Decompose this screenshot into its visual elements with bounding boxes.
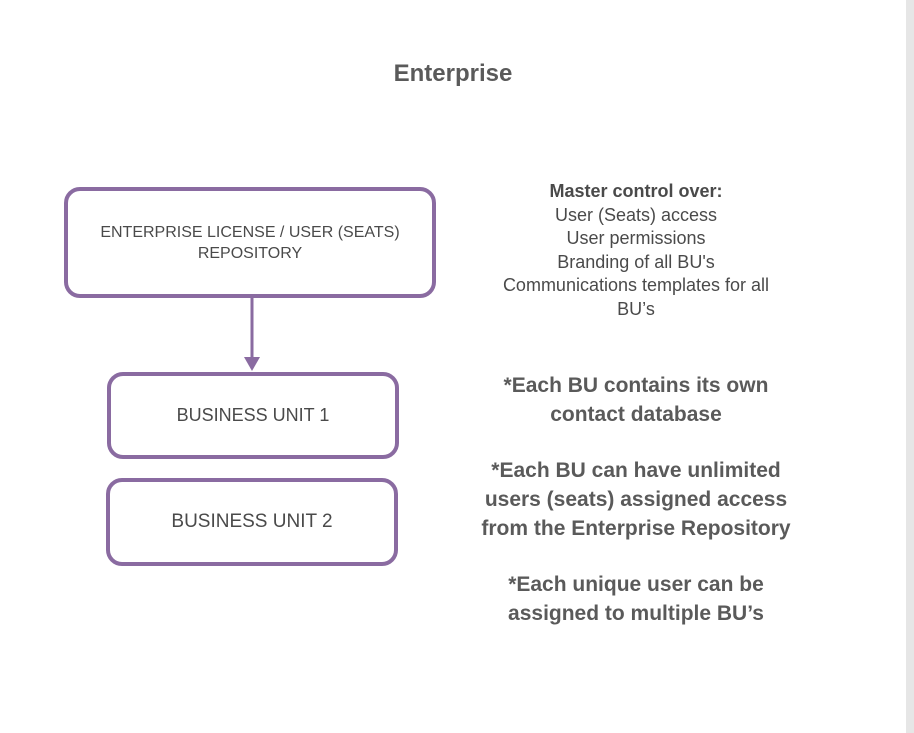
note-bu-contact-database: *Each BU contains its own contact databa… — [446, 371, 826, 429]
enterprise-license-line-1: ENTERPRISE LICENSE / USER (SEATS) — [100, 223, 400, 241]
note-line: contact database — [550, 403, 722, 426]
master-control-item: Communications templates for all — [502, 275, 770, 295]
note-line: *Each BU can have unlimited — [491, 459, 781, 482]
master-control-item: BU’s — [617, 298, 655, 319]
master-control-item: User (Seats) access — [554, 204, 718, 225]
business-unit-1-label: BUSINESS UNIT 1 — [176, 405, 330, 425]
master-control-heading: Master control over: — [549, 181, 723, 201]
arrow-head-icon — [244, 357, 260, 371]
business-unit-2-label: BUSINESS UNIT 2 — [171, 511, 333, 532]
page-edge — [906, 0, 914, 733]
note-line: *Each BU contains its own — [503, 374, 769, 397]
business-unit-2-box: BUSINESS UNIT 2 — [106, 478, 398, 566]
note-line: *Each unique user can be — [508, 573, 764, 596]
enterprise-license-box: ENTERPRISE LICENSE / USER (SEATS) REPOSI… — [64, 187, 436, 298]
hierarchy-connector-arrow — [244, 296, 260, 371]
note-line: assigned to multiple BU’s — [508, 602, 764, 625]
master-control-item: Branding of all BU's — [557, 251, 715, 272]
business-unit-1-box: BUSINESS UNIT 1 — [107, 372, 399, 459]
enterprise-license-line-2: REPOSITORY — [197, 244, 303, 262]
master-control-list: Master control over: User (Seats) access… — [466, 180, 806, 321]
page-title: Enterprise — [393, 60, 513, 87]
note-line: from the Enterprise Repository — [481, 517, 791, 540]
master-control-item: User permissions — [566, 228, 706, 248]
note-line: users (seats) assigned access — [484, 488, 788, 511]
note-user-multiple-bus: *Each unique user can be assigned to mul… — [446, 570, 826, 628]
enterprise-license-label: ENTERPRISE LICENSE / USER (SEATS) REPOSI… — [100, 222, 399, 264]
note-bu-unlimited-users: *Each BU can have unlimited users (seats… — [446, 456, 826, 543]
bu-notes: *Each BU contains its own contact databa… — [446, 371, 826, 655]
